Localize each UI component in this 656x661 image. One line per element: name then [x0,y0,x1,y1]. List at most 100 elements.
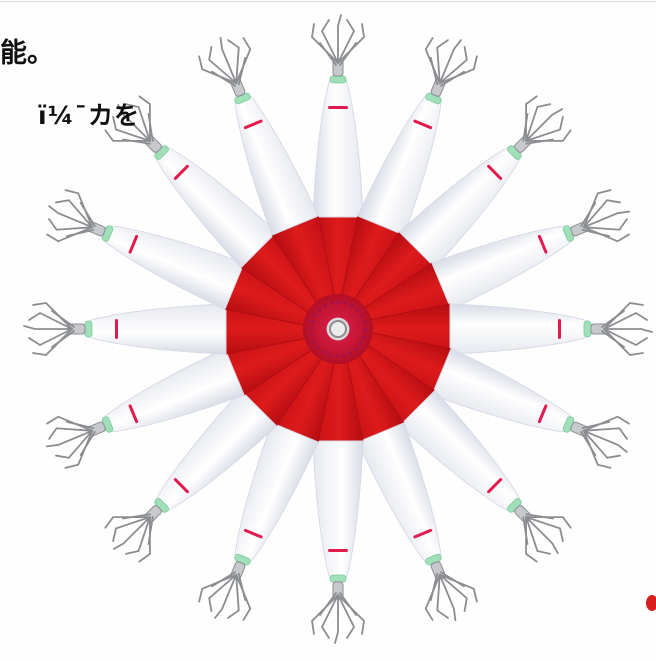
squid-hook-cluster [104,95,154,145]
green-collar [329,75,347,84]
hook-wire [601,330,625,348]
hook-wire [525,115,564,142]
squid-lure [337,302,653,356]
hook-wire [214,573,238,619]
red-band [537,234,548,254]
red-edge-mark [646,595,656,611]
hook-wire [219,36,238,85]
red-band [243,119,263,130]
red-band [487,478,503,494]
hook-wire [522,113,529,142]
hook-wire [525,108,564,142]
red-band [128,404,139,424]
hook-wire [211,571,237,588]
hook-wire [237,56,247,86]
hook-wire [525,516,559,555]
hook-wire [112,115,151,142]
hook-wire [525,138,554,145]
squid-hook-cluster [46,189,96,243]
hook-wire [337,19,356,64]
hook-wire [320,19,339,64]
hook-wire [79,202,96,228]
hook-wire [581,228,611,238]
squid-lure [311,14,365,330]
squid-hook-cluster [424,37,478,87]
hook-wire [319,592,337,616]
hook-wire [55,429,94,459]
hook-wire [28,328,73,347]
hook-wire [65,420,95,430]
white-lure-body [312,440,364,586]
green-collar [84,320,93,338]
red-band [537,404,548,424]
squid-lure [311,328,365,644]
hook-wire [525,516,564,543]
squid-hook-cluster [311,14,365,66]
squid-hook-cluster [45,415,96,469]
hook-wire [337,594,356,639]
hook-wire [522,516,529,545]
hook-wire [320,594,339,639]
white-lure-body [449,303,595,355]
hook-wire [319,42,337,66]
headline-line-2: ï¼¯カを [38,101,140,130]
hook-wire [525,513,554,520]
hook-wire [117,103,151,142]
red-band [413,119,433,130]
hook-wire [124,103,151,142]
hook-wire [438,573,468,612]
hook-wire [124,516,151,555]
hook-wire [208,573,238,612]
hook-wire [439,571,465,588]
hook-wire [45,429,94,448]
red-band [487,164,503,180]
hook-wire [48,427,94,440]
hook-wire [334,594,339,644]
hook-wire [23,325,73,330]
hook-wire [65,228,95,238]
squid-hook-cluster [23,302,75,356]
lure-hub-ring [309,300,367,358]
red-band [243,528,263,539]
red-band [413,528,433,539]
hook-wire [122,513,151,520]
hook-wire [51,330,75,348]
squid-hook-cluster [198,36,252,87]
hook-wire [582,218,628,231]
squid-hook-cluster [580,415,630,469]
hook-wire [337,14,342,64]
squid-hook-cluster [522,513,572,563]
hook-wire [211,70,237,87]
hook-wire [438,573,457,622]
squid-lure [23,302,339,356]
green-collar [583,320,592,338]
green-collar [329,574,347,583]
hook-wire [603,328,653,333]
hook-wire [525,516,552,555]
hook-wire [438,39,462,85]
red-band [558,319,561,339]
hook-wire [582,199,621,229]
lure-hub-center [329,320,347,338]
hook-wire [438,46,468,85]
hook-wire [436,39,449,85]
hook-wire [112,516,151,543]
headline-line-1: 能。 [0,38,54,69]
squid-hook-cluster [198,571,252,621]
hook-wire [603,311,648,330]
hook-wire [582,210,631,229]
white-lure-body [312,72,364,218]
hook-wire [439,70,465,87]
hook-wire [79,430,96,456]
hook-wire [339,42,357,66]
hook-wire [582,427,628,440]
hook-wire [581,420,611,430]
hook-wire [429,572,439,602]
squid-hook-cluster [424,571,478,622]
hook-wire [227,573,240,619]
hook-wire [51,310,75,328]
hook-wire [603,328,648,347]
squid-hook-cluster [311,592,365,644]
